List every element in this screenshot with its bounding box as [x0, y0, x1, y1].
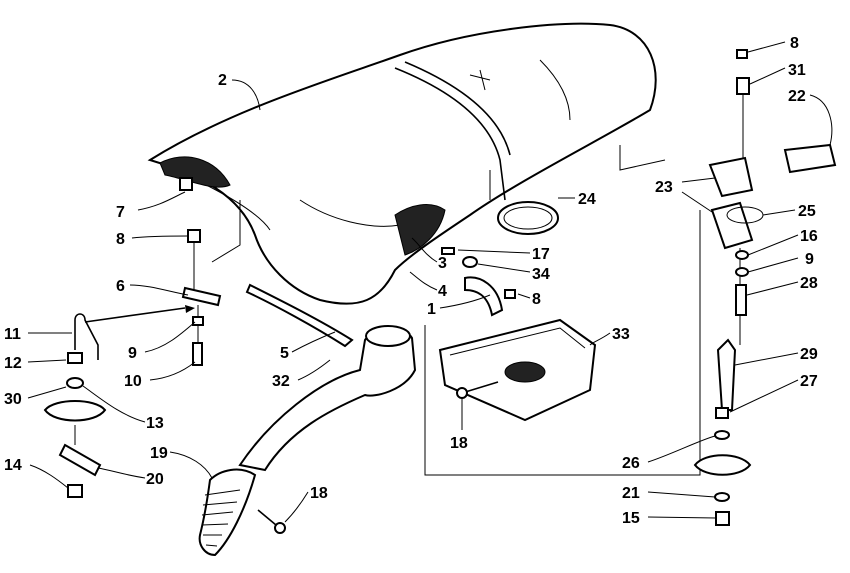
callout-7: 7	[116, 204, 125, 221]
callout-labels: 2 7 8 6 11 12 30 9 10 13 14 20 19 32 5 3…	[4, 35, 818, 527]
callout-18: 18	[450, 435, 468, 452]
callout-30: 30	[4, 391, 22, 408]
seat-cushion	[147, 22, 657, 305]
callout-21: 21	[622, 485, 640, 502]
callout-6: 6	[116, 278, 125, 295]
center-clamp-hardware	[441, 247, 516, 317]
callout-23: 23	[655, 179, 673, 196]
callout-10: 10	[124, 373, 142, 390]
callout-31: 31	[788, 62, 806, 79]
callout-20: 20	[146, 471, 164, 488]
callout-33: 33	[612, 326, 630, 343]
callout-14: 14	[4, 457, 22, 474]
air-duct-hose	[198, 325, 417, 557]
callout-9: 9	[805, 251, 814, 268]
reference-lines	[211, 145, 701, 476]
callout-18: 18	[310, 485, 328, 502]
callout-29: 29	[800, 346, 818, 363]
callout-32: 32	[272, 373, 290, 390]
left-bracket-hardware	[179, 177, 222, 366]
left-mounting-stack	[43, 305, 195, 498]
callout-24: 24	[578, 191, 596, 208]
trim-strip	[245, 283, 354, 348]
callout-5: 5	[280, 345, 289, 362]
callout-13: 13	[146, 415, 164, 432]
callout-12: 12	[4, 355, 22, 372]
callout-17: 17	[532, 246, 550, 263]
callout-19: 19	[150, 445, 168, 462]
leader-lines	[27, 41, 833, 523]
callout-9: 9	[128, 345, 137, 362]
ring-seal	[497, 201, 559, 235]
callout-15: 15	[622, 510, 640, 527]
callout-26: 26	[622, 455, 640, 472]
callout-8: 8	[790, 35, 799, 52]
callout-34: 34	[532, 266, 550, 283]
callout-3: 3	[438, 255, 447, 272]
right-latch-hardware	[693, 49, 837, 526]
callout-1: 1	[427, 301, 436, 318]
callout-8: 8	[532, 291, 541, 308]
callout-25: 25	[798, 203, 816, 220]
callout-16: 16	[800, 228, 818, 245]
callout-8: 8	[116, 231, 125, 248]
callout-28: 28	[800, 275, 818, 292]
callout-27: 27	[800, 373, 818, 390]
callout-11: 11	[4, 326, 21, 343]
storage-tray	[438, 318, 597, 422]
callout-22: 22	[788, 88, 806, 105]
callout-4: 4	[438, 283, 447, 300]
callout-2: 2	[218, 72, 227, 89]
